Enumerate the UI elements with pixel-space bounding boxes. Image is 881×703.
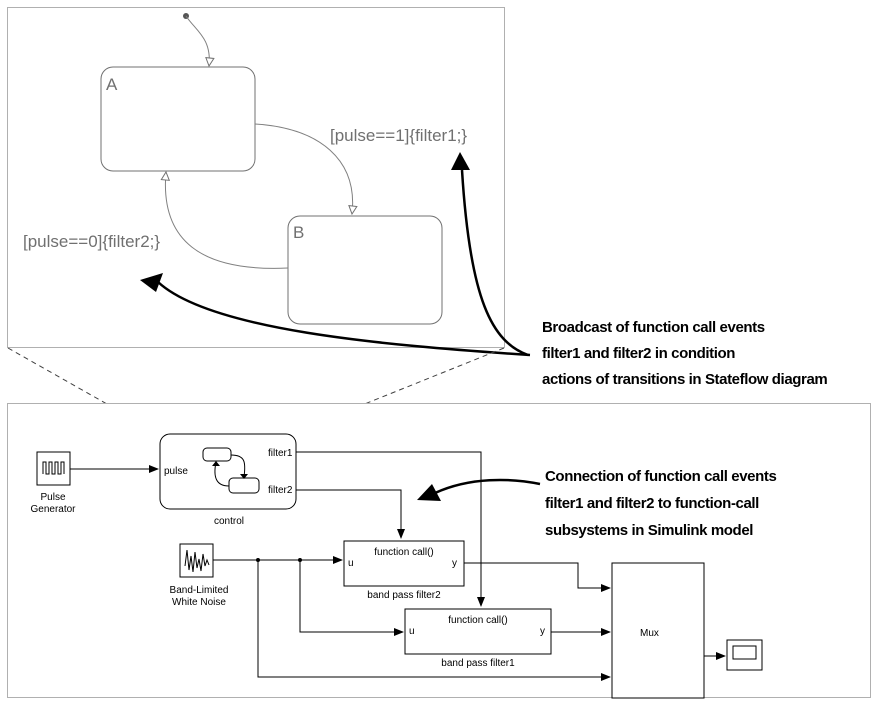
transition-b-to-a-label: [pulse==0]{filter2;} <box>23 232 160 251</box>
band-pass-filter1-block[interactable]: function call() u y band pass filter1 <box>404 608 552 669</box>
control-out-port-filter1: filter1 <box>268 448 293 459</box>
noise-wave-icon <box>184 549 210 573</box>
connection-arrow <box>434 478 541 495</box>
transition-b-to-a[interactable] <box>165 172 289 269</box>
filter1-header: function call() <box>448 615 507 626</box>
filter1-in-port: u <box>409 626 415 637</box>
connection-arrowhead <box>417 484 441 501</box>
band-pass-filter2-block[interactable]: function call() u y band pass filter2 <box>343 540 465 601</box>
branch-point-2 <box>298 558 302 562</box>
control-out-port-filter2: filter2 <box>268 485 293 496</box>
filter2-header: function call() <box>374 547 433 558</box>
mux-block[interactable]: Mux <box>611 562 705 699</box>
state-b[interactable]: B <box>287 215 443 325</box>
chart-icon <box>202 447 260 494</box>
filter2-out-port: y <box>452 558 457 569</box>
control-label: control <box>214 516 244 527</box>
broadcast-arrowhead-filter2 <box>140 273 163 292</box>
control-chart-block[interactable]: pulse filter1 filter2 control <box>159 433 297 527</box>
broadcast-note-line-2: filter1 and filter2 in condition <box>542 345 735 362</box>
scope-screen-icon <box>732 645 757 660</box>
pulse-generator-block[interactable]: Pulse Generator <box>30 451 76 515</box>
filter1-label: band pass filter1 <box>441 658 515 669</box>
filter2-label: band pass filter2 <box>367 590 441 601</box>
control-in-port-pulse: pulse <box>164 466 188 477</box>
connection-note-line-3: subsystems in Simulink model <box>545 522 753 539</box>
filter2-in-port: u <box>348 558 354 569</box>
white-noise-block[interactable]: Band-Limited White Noise <box>170 543 229 608</box>
transition-a-to-b-label: [pulse==1]{filter1;} <box>330 126 467 145</box>
branch-point-1 <box>256 558 260 562</box>
scope-block[interactable] <box>726 639 763 671</box>
broadcast-note-line-1: Broadcast of function call events <box>542 319 765 336</box>
broadcast-note-line-3: actions of transitions in Stateflow diag… <box>542 371 827 388</box>
broadcast-arrow-to-filter2 <box>157 281 531 357</box>
connection-note-line-2: filter1 and filter2 to function-call <box>545 495 759 512</box>
pulse-wave-icon <box>42 461 65 475</box>
default-transition <box>185 15 209 66</box>
state-a-label: A <box>106 75 118 94</box>
signal-lines <box>70 451 726 681</box>
broadcast-arrowhead-filter1 <box>451 152 470 170</box>
filter1-out-port: y <box>540 626 545 637</box>
broadcast-arrow-to-filter1 <box>460 169 529 357</box>
state-b-label: B <box>293 223 304 242</box>
connection-note-line-1: Connection of function call events <box>545 468 776 485</box>
state-a[interactable]: A <box>100 66 256 172</box>
white-noise-label-1: Band-Limited <box>170 585 229 596</box>
pulse-generator-label-2: Generator <box>30 504 76 515</box>
white-noise-label-2: White Noise <box>172 597 226 608</box>
mux-label: Mux <box>640 628 659 639</box>
transition-a-to-b[interactable] <box>254 123 353 214</box>
pulse-generator-label-1: Pulse <box>40 492 65 503</box>
